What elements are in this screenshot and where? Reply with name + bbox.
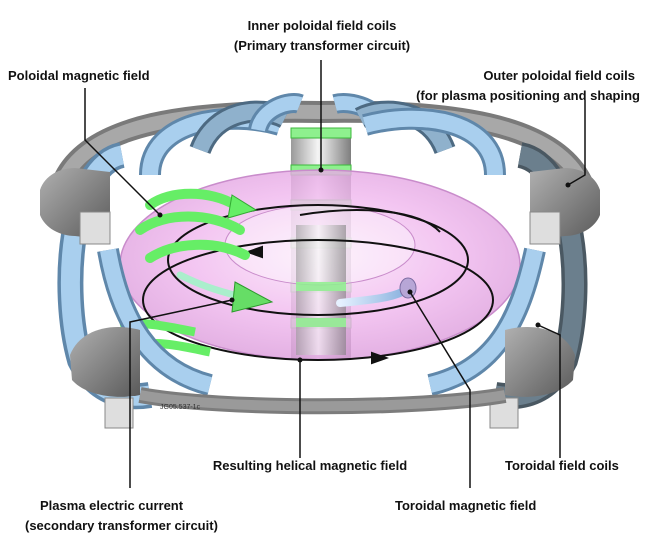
figure-code: JG05.537-1c [160,404,201,411]
label-inner-poloidal-coils: Inner poloidal field coils [248,18,397,33]
label-helical-field: Resulting helical magnetic field [213,458,407,473]
label-toroidal-field: Toroidal magnetic field [395,498,536,513]
label-plasma-current: Plasma electric current [40,498,184,513]
label-outer-poloidal-coils: Outer poloidal field coils [483,68,635,83]
labels: Inner poloidal field coils (Primary tran… [8,18,640,533]
poloidal-field-arrows [118,188,258,357]
label-toroidal-coils: Toroidal field coils [505,458,619,473]
plasma-current-loops [142,204,494,365]
outer-poloidal-coil-blocks [40,168,600,429]
plasma-current-arrow [176,271,274,313]
leader-dots [157,167,571,363]
label-outer-poloidal-coils-sub: (for plasma positioning and shaping [416,88,640,103]
label-poloidal-field: Poloidal magnetic field [8,68,150,83]
label-plasma-current-sub: (secondary transformer circuit) [25,518,218,533]
label-inner-poloidal-coils-sub: (Primary transformer circuit) [234,38,410,53]
leader-lines [84,88,586,488]
outer-poloidal-coil-back [49,100,596,195]
central-solenoid-front [296,225,346,355]
toroidal-coils-back [139,93,506,177]
